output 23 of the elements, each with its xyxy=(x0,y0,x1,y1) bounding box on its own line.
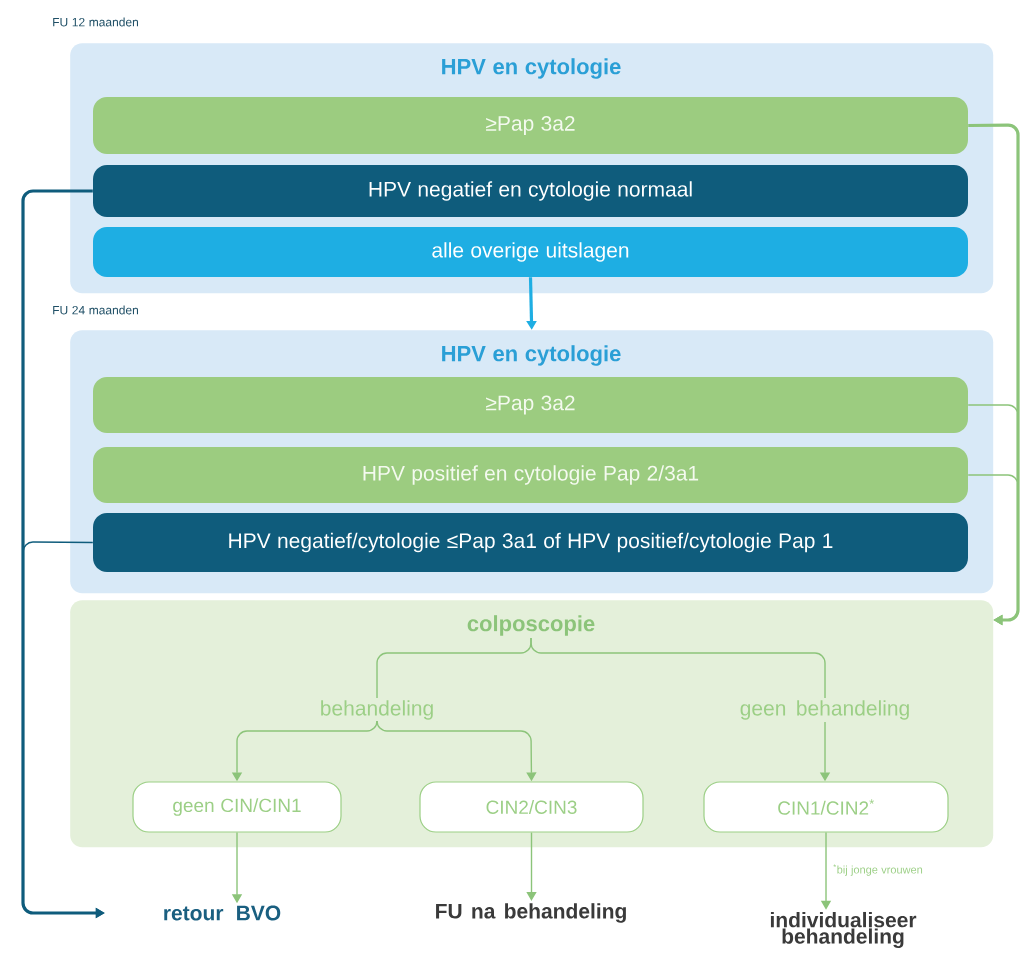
result-bar: ≥Pap 3a2 xyxy=(93,97,968,154)
result-bar: alle overige uitslagen xyxy=(93,227,968,277)
result-bar: ≥Pap 3a2 xyxy=(93,377,968,433)
panel-heading: HPV en cytologie xyxy=(442,345,621,366)
outcome-box: CIN2/CIN3 xyxy=(419,781,644,833)
result-bar: HPV negatief/cytologie ≤Pap 3a1 of HPV positief/cytologie Pap 1 xyxy=(93,513,968,572)
option-label: geen behandeling xyxy=(740,700,909,720)
outcome-box: CIN1/CIN2$^{*}$ xyxy=(703,781,949,833)
arrow xyxy=(967,474,1019,626)
side-note: FU 12 maanden xyxy=(53,17,138,27)
arrow xyxy=(968,123,1020,626)
result-bar: HPV negatief en cytologie normaal xyxy=(93,165,968,217)
outcome-box: geen CIN/CIN1 xyxy=(132,781,342,833)
panel-heading: colposcopie xyxy=(467,615,595,636)
side-note: FU 24 maanden xyxy=(53,305,138,315)
result-bar: HPV positief en cytologie Pap 2/3a1 xyxy=(93,447,968,503)
side-note: $^{*}$bij jonge vrouwen xyxy=(833,864,923,876)
arrow xyxy=(526,831,537,901)
panel-heading: HPV en cytologie xyxy=(442,58,621,79)
result-text: retour BVO xyxy=(164,905,281,921)
result-text: individualiseer behandeling xyxy=(770,911,917,949)
result-text: FU na behandeling xyxy=(436,903,626,923)
option-label: behandeling xyxy=(321,700,433,720)
